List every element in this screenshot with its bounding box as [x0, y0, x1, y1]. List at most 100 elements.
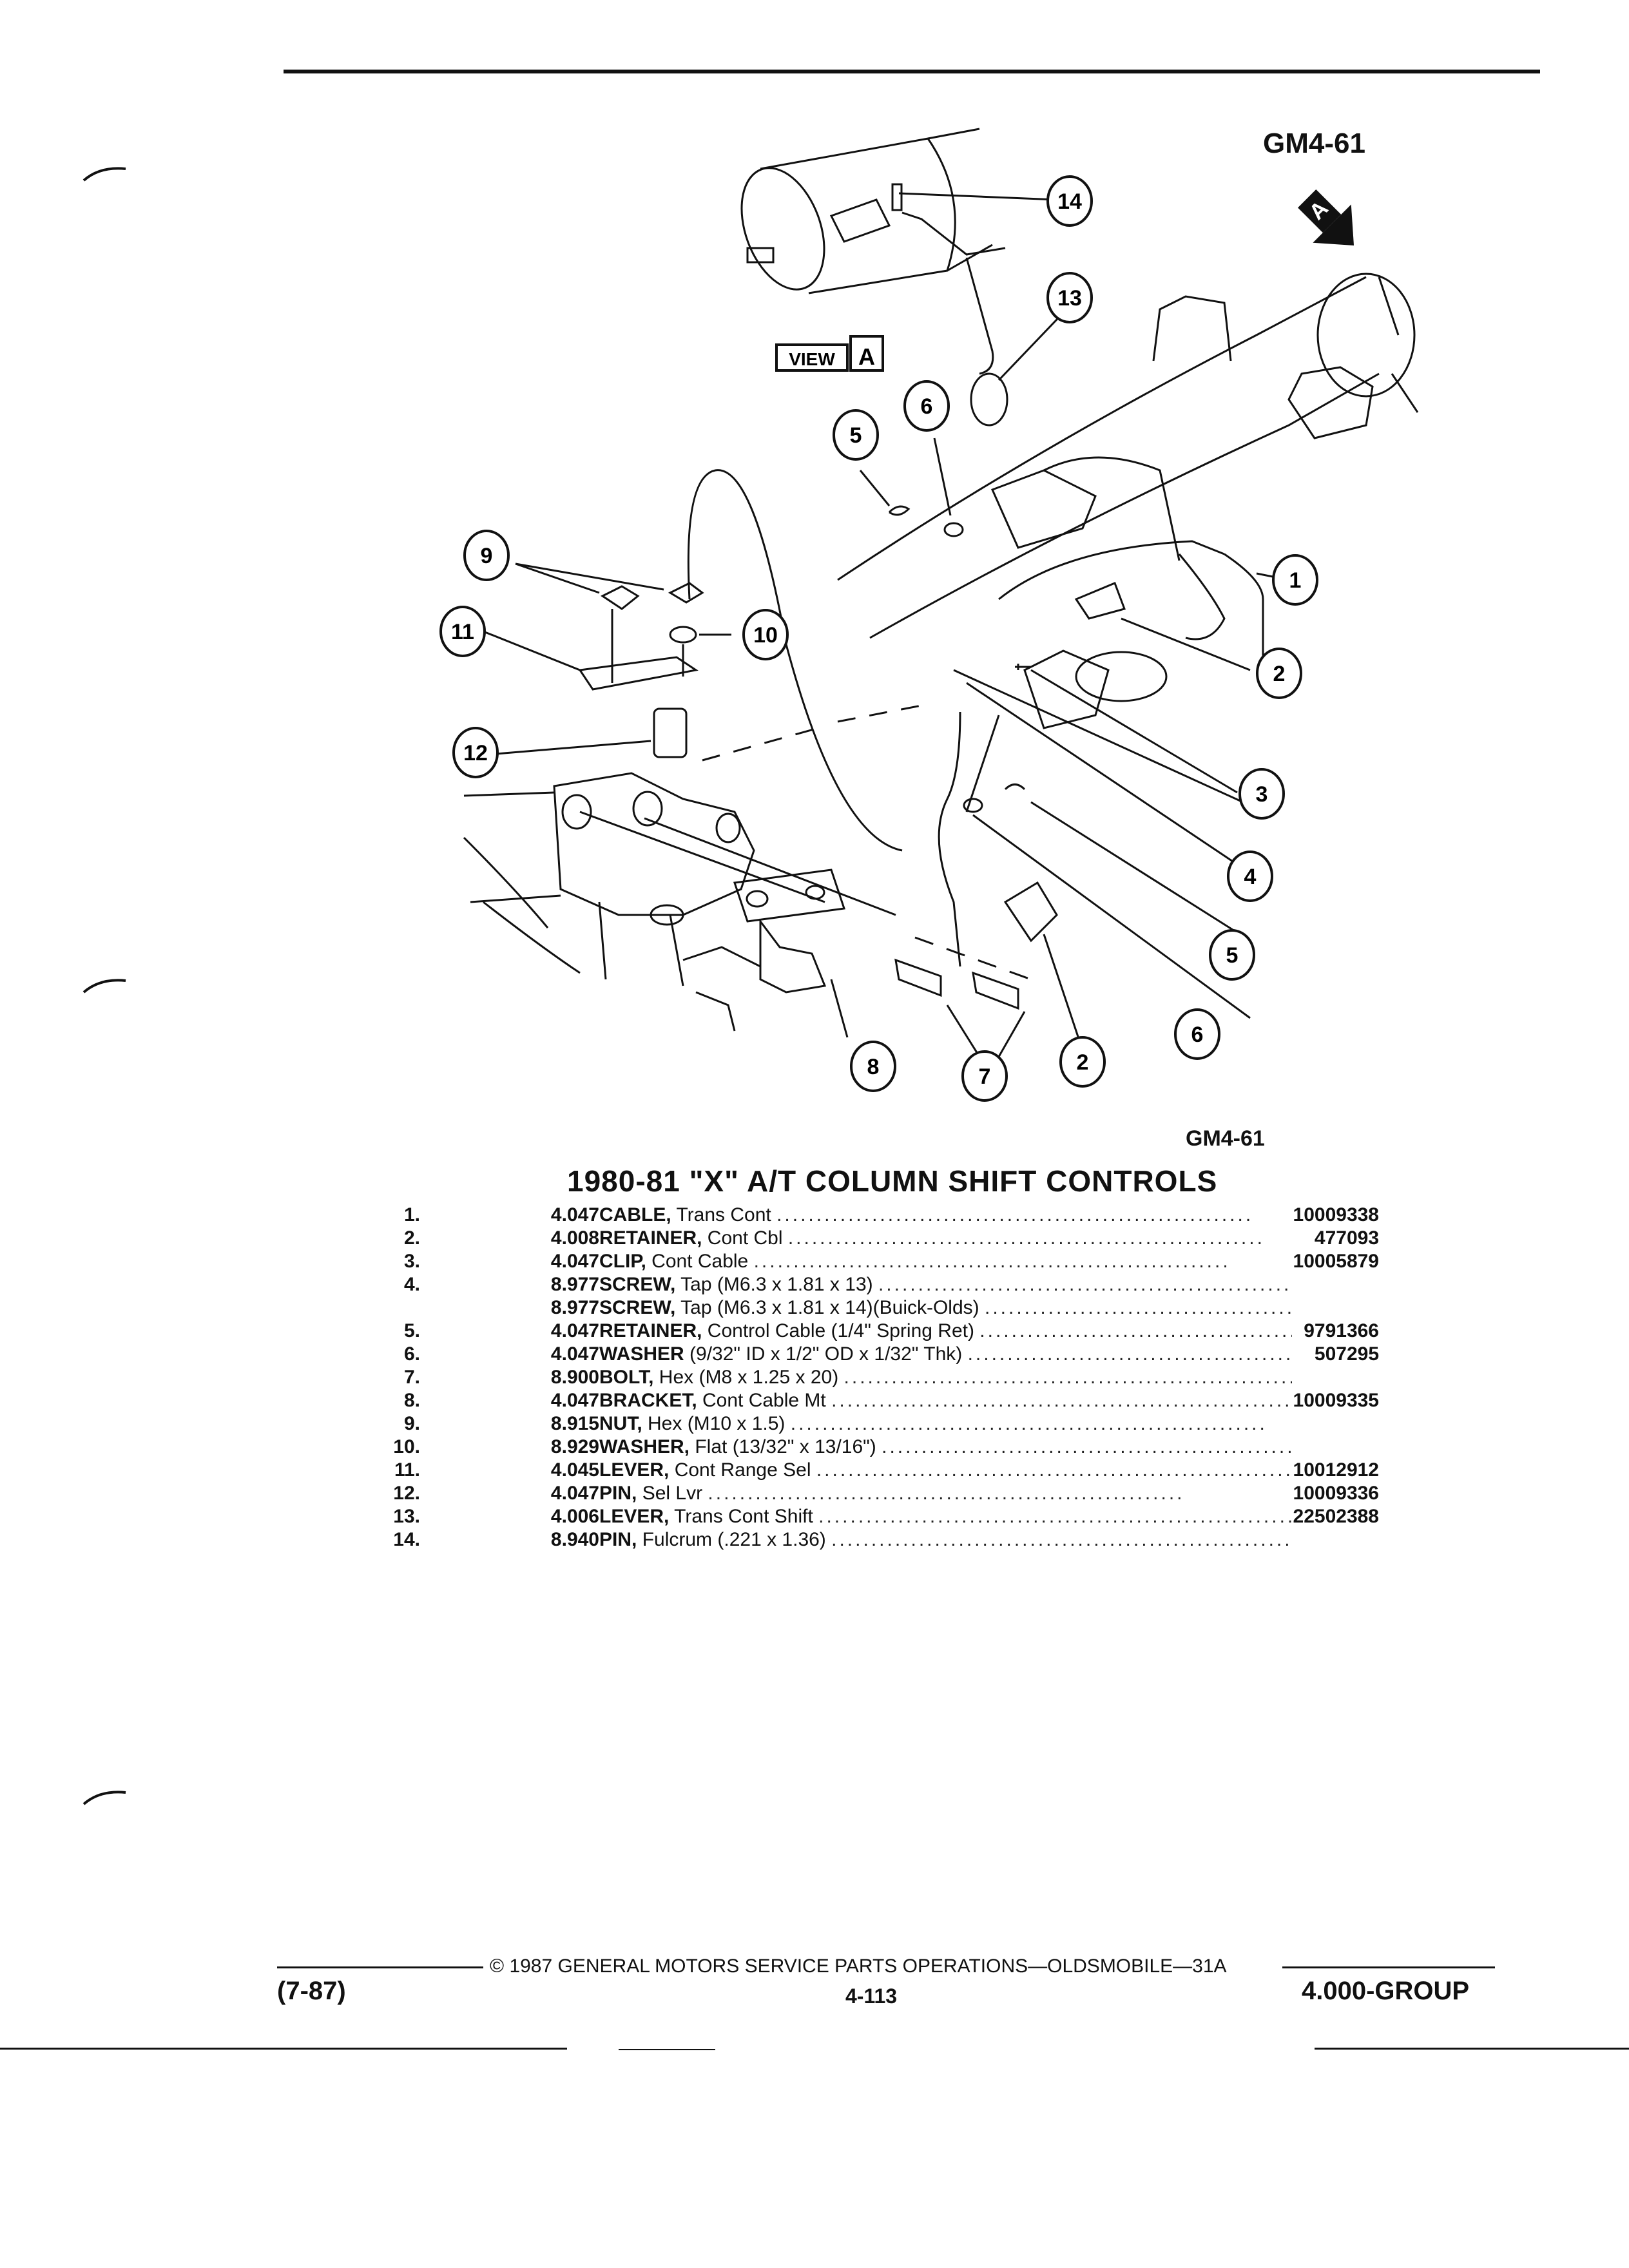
svg-text:5: 5	[1226, 943, 1239, 968]
callout-6: 6	[1174, 1008, 1220, 1060]
margin-marks	[82, 167, 126, 1805]
callout-6: 6	[903, 380, 950, 432]
part-description: WASHER (9/32" ID x 1/2" OD x 1/32" Thk) …	[599, 1343, 1292, 1366]
item-number: 12.	[393, 1483, 420, 1504]
part-name: NUT,	[599, 1413, 642, 1434]
footer-rule-right	[1282, 1966, 1495, 1968]
part-number: 9791366	[1304, 1320, 1379, 1341]
leader-dots: ........................................…	[882, 1436, 1292, 1457]
callout-13: 13	[1046, 272, 1093, 323]
leader-dots: ........................................…	[967, 1343, 1292, 1365]
item-number: 5.	[403, 1320, 420, 1341]
footer-page-number: 4-113	[845, 1984, 898, 2008]
part-name: SCREW,	[599, 1274, 676, 1295]
svg-text:2: 2	[1273, 662, 1286, 686]
svg-text:6: 6	[921, 394, 933, 419]
callout-7: 7	[961, 1050, 1008, 1102]
part-name: LEVER,	[599, 1506, 670, 1527]
part-number: 10009338	[1293, 1204, 1379, 1225]
part-description: BRACKET, Cont Cable Mt .................…	[599, 1389, 1292, 1412]
item-number: 11.	[394, 1459, 420, 1481]
part-description: SCREW, Tap (M6.3 x 1.81 x 13) ..........…	[599, 1273, 1292, 1296]
part-description: PIN, Fulcrum (.221 x 1.36) .............…	[599, 1528, 1292, 1552]
leader-dots: ........................................…	[831, 1529, 1292, 1550]
leader-dots: ........................................…	[818, 1506, 1292, 1527]
group-number: 4.047	[550, 1320, 599, 1341]
part-description: PIN, Sel Lvr ...........................…	[599, 1483, 1185, 1504]
part-description: RETAINER, Control Cable (1/4" Spring Ret…	[599, 1320, 1292, 1343]
bottom-rule-mid	[619, 2049, 715, 2050]
callout-2: 2	[1256, 648, 1302, 699]
part-description: RETAINER, Cont Cbl .....................…	[599, 1227, 1265, 1249]
svg-text:VIEW: VIEW	[789, 349, 835, 369]
group-number: 8.977	[550, 1297, 599, 1318]
part-name: WASHER,	[599, 1436, 690, 1457]
item-number: 1.	[403, 1204, 420, 1225]
part-description: CLIP, Cont Cable .......................…	[599, 1251, 1231, 1272]
group-number: 8.977	[550, 1274, 599, 1295]
part-number: 507295	[1314, 1343, 1379, 1365]
leader-dots: ........................................…	[753, 1251, 1231, 1272]
top-rule	[284, 70, 1540, 73]
group-number: 4.045	[550, 1459, 599, 1481]
leader-dots: ........................................…	[878, 1274, 1292, 1295]
callout-5: 5	[1209, 929, 1255, 981]
svg-text:8: 8	[867, 1055, 880, 1079]
part-description: LEVER, Trans Cont Shift ................…	[599, 1505, 1292, 1528]
bottom-rule-left	[0, 2048, 567, 2050]
part-description: BOLT, Hex (M8 x 1.25 x 20) .............…	[599, 1366, 1292, 1389]
item-number: 9.	[403, 1413, 420, 1434]
item-number: 6.	[403, 1343, 420, 1365]
svg-text:3: 3	[1256, 782, 1268, 807]
view-a-label: VIEW A	[775, 335, 884, 372]
group-number: 4.047	[550, 1343, 599, 1365]
part-description: LEVER, Cont Range Sel ..................…	[599, 1459, 1292, 1481]
figure-code-bottom: GM4-61	[1186, 1126, 1265, 1151]
parts-list-title: 1980-81 "X" A/T COLUMN SHIFT CONTROLS	[567, 1164, 1218, 1198]
leader-dots: ........................................…	[790, 1413, 1268, 1434]
group-number: 4.047	[550, 1204, 599, 1225]
part-name: BRACKET,	[599, 1390, 697, 1411]
item-number: 7.	[403, 1367, 420, 1388]
svg-text:7: 7	[979, 1064, 991, 1089]
part-number: 10005879	[1293, 1251, 1379, 1272]
callout-8: 8	[850, 1041, 896, 1092]
footer-date: (7-87)	[277, 1977, 346, 2005]
callout-11: 11	[439, 606, 486, 657]
part-description: WASHER, Flat (13/32" x 13/16") .........…	[599, 1436, 1292, 1459]
part-number: 10009336	[1293, 1483, 1379, 1504]
part-number: 22502388	[1293, 1506, 1379, 1527]
leader-dots: ........................................…	[979, 1320, 1292, 1341]
view-a-cylinder-illustration	[740, 128, 993, 294]
svg-text:12: 12	[463, 741, 488, 765]
svg-text:11: 11	[451, 620, 474, 644]
part-name: RETAINER,	[599, 1320, 702, 1341]
figure-code-top: GM4-61	[1263, 128, 1365, 159]
svg-text:14: 14	[1057, 189, 1082, 214]
group-number: 4.047	[550, 1390, 599, 1411]
leader-dots: ........................................…	[831, 1390, 1292, 1411]
group-number: 4.008	[550, 1227, 599, 1249]
svg-text:9: 9	[481, 544, 493, 568]
svg-text:5: 5	[850, 423, 862, 448]
svg-text:4: 4	[1244, 865, 1257, 889]
svg-text:2: 2	[1077, 1050, 1089, 1075]
leader-dots: ........................................…	[984, 1297, 1292, 1318]
item-number: 10.	[393, 1436, 420, 1457]
group-number: 8.915	[550, 1413, 599, 1434]
item-number: 13.	[393, 1506, 420, 1527]
